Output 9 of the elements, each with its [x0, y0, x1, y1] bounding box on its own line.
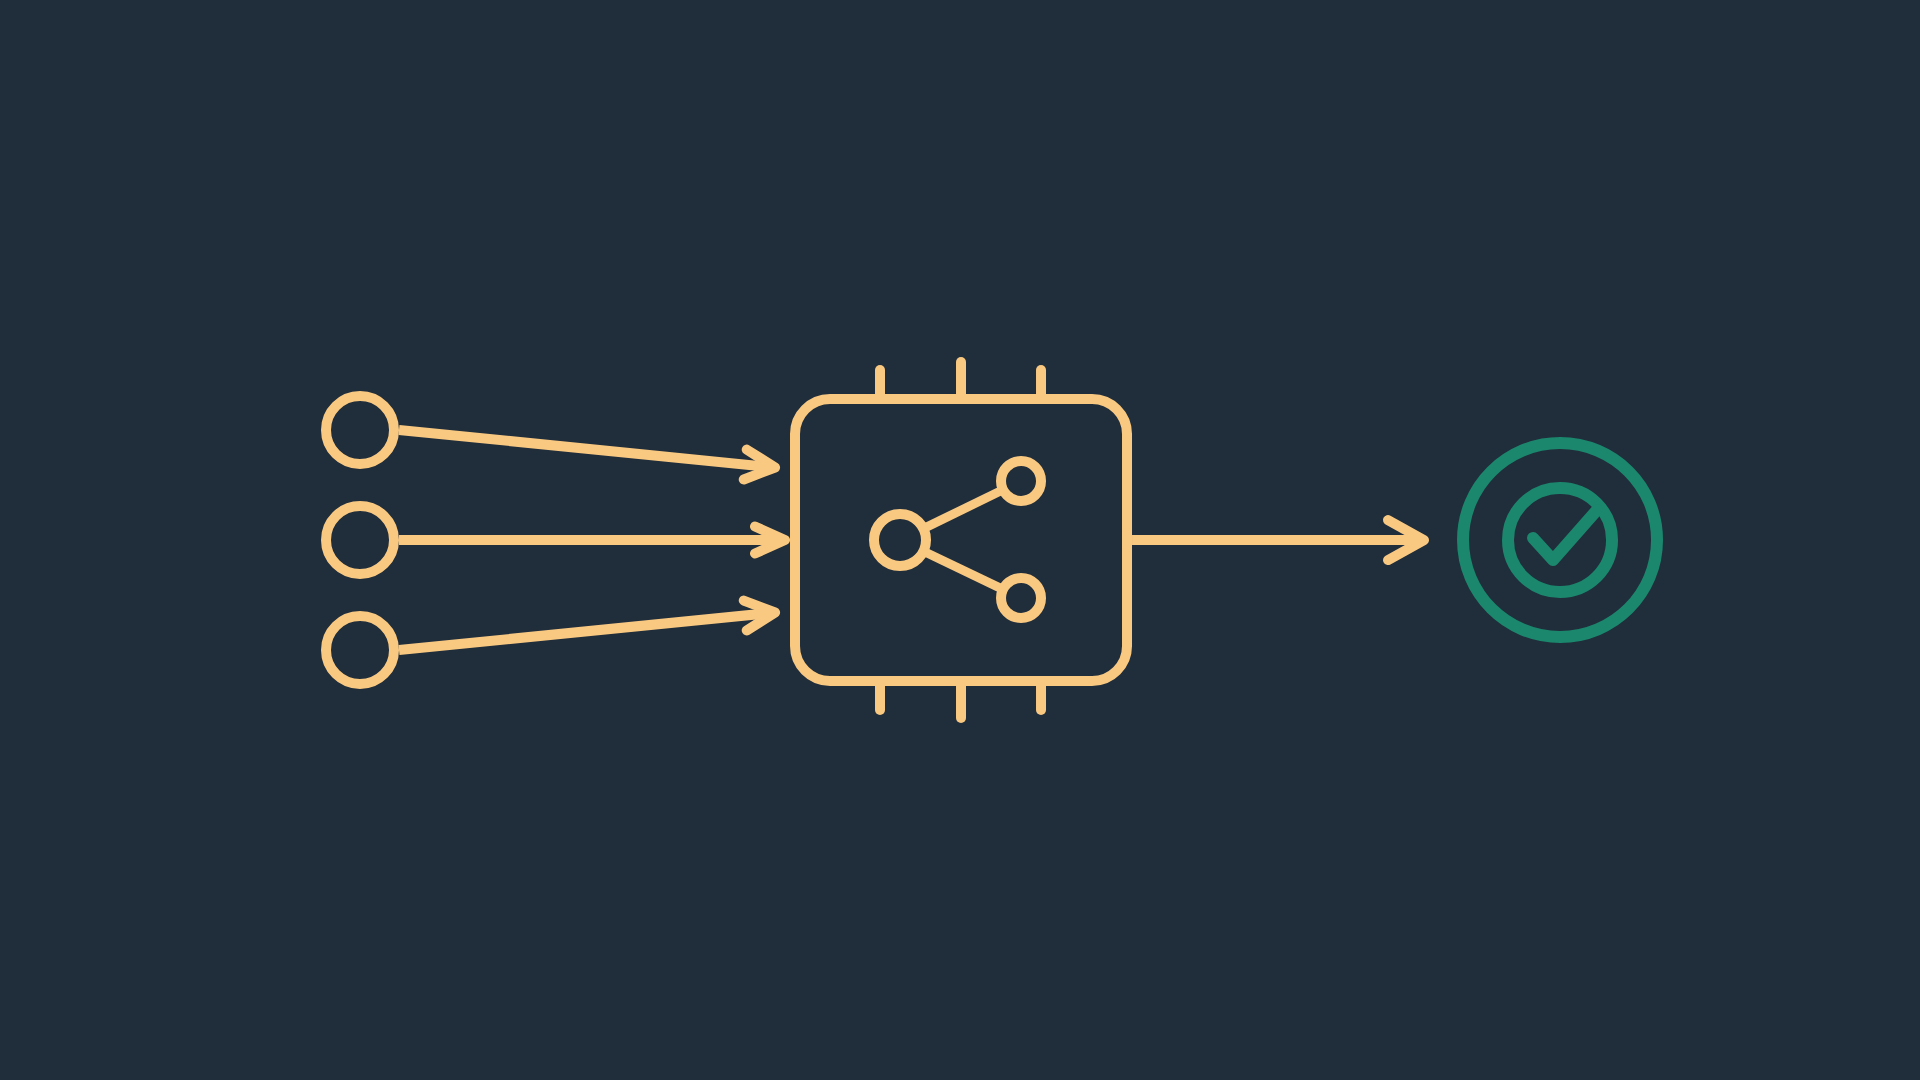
target-ring — [1457, 437, 1663, 643]
input-circle — [321, 611, 399, 689]
arrow — [398, 425, 781, 485]
arrow — [399, 521, 790, 559]
input-circle — [321, 391, 399, 469]
arrow — [1132, 515, 1429, 565]
arrow — [398, 595, 781, 655]
input-circle — [321, 501, 399, 579]
chip-box — [790, 357, 1132, 723]
